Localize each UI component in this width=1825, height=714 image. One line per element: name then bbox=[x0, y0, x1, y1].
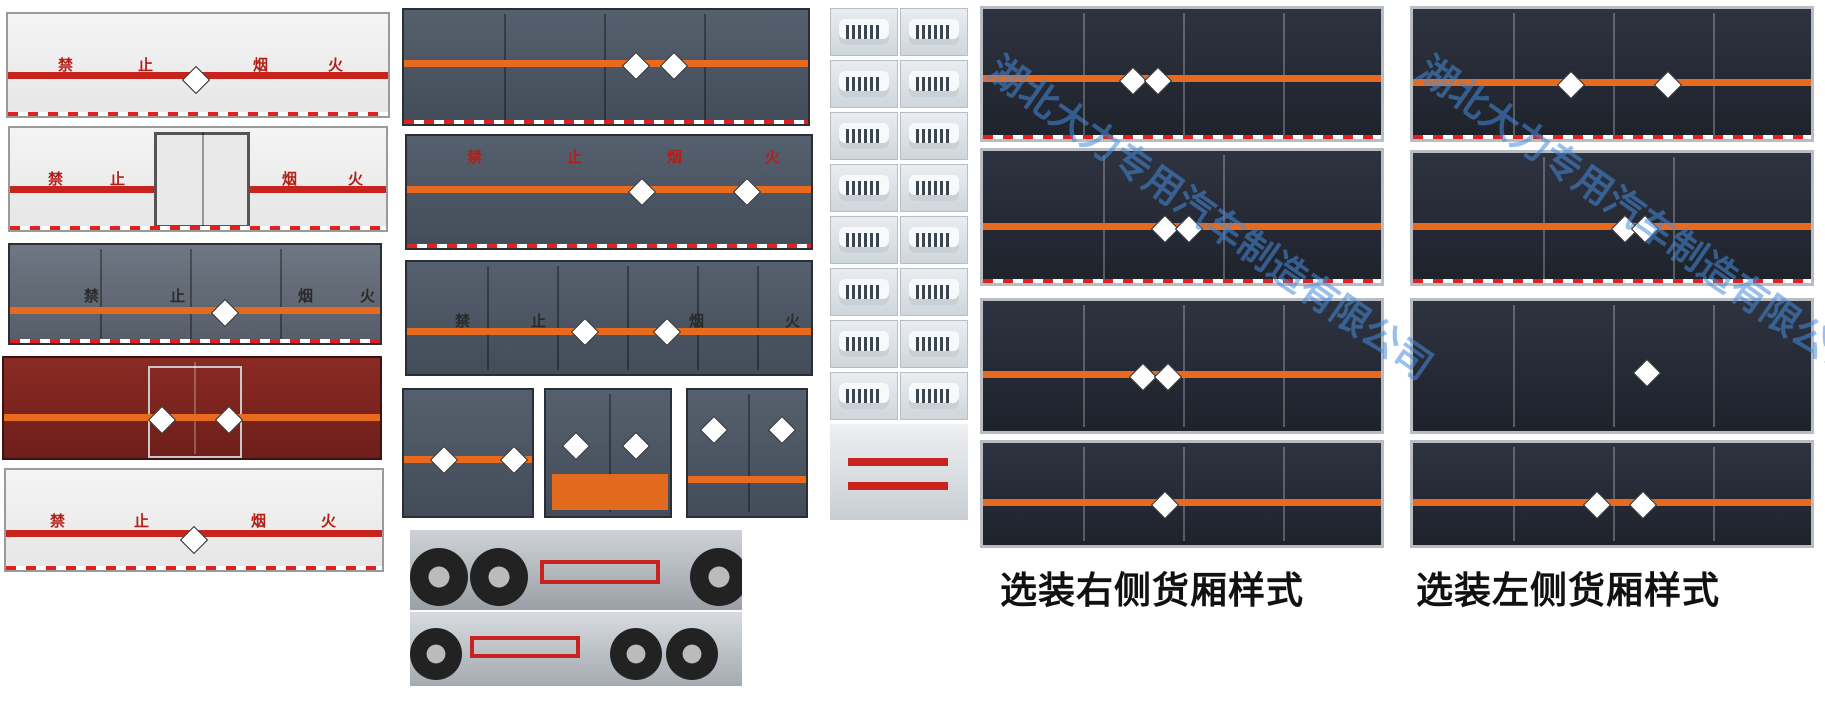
rear-door-1 bbox=[402, 388, 534, 518]
reefer-unit-photo bbox=[900, 372, 968, 420]
hazard-diamond-icon bbox=[1153, 362, 1183, 392]
sign-char-4: 火 bbox=[785, 312, 801, 330]
sign-char-3: 烟 bbox=[689, 312, 705, 330]
sign-char-1: 禁 bbox=[84, 287, 100, 305]
right-side-box-2 bbox=[980, 148, 1384, 286]
cargo-box-slate-2: 禁 止 烟 火 bbox=[405, 134, 813, 250]
left-side-box-3 bbox=[1410, 298, 1814, 434]
sign-char-2: 止 bbox=[531, 312, 547, 330]
hazard-diamond-icon bbox=[621, 431, 651, 461]
hazard-diamond-icon bbox=[561, 431, 591, 461]
cargo-box-gray-1: 禁 止 烟 火 bbox=[8, 243, 382, 345]
hazard-diamond-icon bbox=[767, 415, 797, 445]
sign-char-3: 烟 bbox=[282, 170, 298, 188]
hazard-diamond-icon bbox=[627, 177, 657, 207]
hazard-diamond-icon bbox=[1628, 490, 1658, 520]
hazard-diamond-icon bbox=[1143, 66, 1173, 96]
caption-left-side: 选装左侧货厢样式 bbox=[1416, 569, 1720, 612]
reefer-unit-photo bbox=[900, 8, 968, 56]
hazard-diamond-icon bbox=[732, 177, 762, 207]
chassis-photo-1 bbox=[410, 530, 742, 610]
reefer-unit-photo bbox=[900, 60, 968, 108]
hazard-diamond-icon bbox=[1556, 70, 1586, 100]
sign-char-1: 禁 bbox=[50, 512, 66, 530]
left-side-box-4 bbox=[1410, 440, 1814, 548]
cargo-box-slate-1 bbox=[402, 8, 810, 126]
reefer-unit-photo bbox=[900, 112, 968, 160]
hazard-diamond-icon bbox=[699, 415, 729, 445]
reefer-unit-photo bbox=[900, 164, 968, 212]
cargo-box-white-2: 禁 止 烟 火 bbox=[4, 468, 384, 572]
reefer-unit-photo bbox=[830, 8, 898, 56]
sign-char-3: 烟 bbox=[253, 56, 269, 74]
hazard-diamond-icon bbox=[210, 298, 240, 328]
sign-char-2: 止 bbox=[134, 512, 150, 530]
reefer-unit-photo bbox=[900, 320, 968, 368]
caption-right-side: 选装右侧货厢样式 bbox=[1000, 569, 1304, 612]
reefer-unit-photo bbox=[830, 60, 898, 108]
hazard-diamond-icon bbox=[1630, 214, 1660, 244]
left-side-box-1 bbox=[1410, 6, 1814, 142]
hazard-diamond-icon bbox=[1653, 70, 1683, 100]
sign-char-4: 火 bbox=[321, 512, 337, 530]
sign-char-1: 禁 bbox=[48, 170, 64, 188]
reefer-unit-photo bbox=[830, 268, 898, 316]
right-side-box-4 bbox=[980, 440, 1384, 548]
sign-char-4: 火 bbox=[765, 148, 781, 166]
sign-char-4: 火 bbox=[348, 170, 364, 188]
hazard-diamond-icon bbox=[621, 51, 651, 81]
cargo-box-slate-3: 禁 止 烟 火 bbox=[405, 260, 813, 376]
sign-char-1: 禁 bbox=[467, 148, 483, 166]
reefer-unit-photo bbox=[830, 372, 898, 420]
sign-char-3: 烟 bbox=[251, 512, 267, 530]
hazard-diamond-icon bbox=[652, 317, 682, 347]
hazard-diamond-icon bbox=[1150, 490, 1180, 520]
sign-char-2: 止 bbox=[567, 148, 583, 166]
sign-char-1: 禁 bbox=[455, 312, 471, 330]
left-side-box-2 bbox=[1410, 150, 1814, 286]
sign-char-2: 止 bbox=[110, 170, 126, 188]
hazard-diamond-icon bbox=[570, 317, 600, 347]
reefer-side-photo bbox=[830, 424, 968, 520]
reefer-unit-photo bbox=[900, 216, 968, 264]
cargo-box-white-1: 禁 止 烟 火 bbox=[6, 12, 390, 118]
sign-char-2: 止 bbox=[138, 56, 154, 74]
hazard-diamond-icon bbox=[1582, 490, 1612, 520]
reefer-unit-photo bbox=[830, 112, 898, 160]
sign-char-4: 火 bbox=[360, 287, 376, 305]
sign-char-3: 烟 bbox=[667, 148, 683, 166]
hazard-diamond-icon bbox=[499, 445, 529, 475]
sign-char-2: 止 bbox=[170, 287, 186, 305]
cargo-box-red bbox=[2, 356, 382, 460]
chassis-photo-2 bbox=[410, 612, 742, 686]
sign-char-1: 禁 bbox=[58, 56, 74, 74]
reefer-unit-photo bbox=[830, 216, 898, 264]
reefer-unit-photo bbox=[900, 268, 968, 316]
hazard-diamond-icon bbox=[1632, 358, 1662, 388]
hazard-diamond-icon bbox=[659, 51, 689, 81]
reefer-unit-photo bbox=[830, 320, 898, 368]
hazard-diamond-icon bbox=[1174, 214, 1204, 244]
rear-door-2 bbox=[544, 388, 672, 518]
right-side-box-3 bbox=[980, 298, 1384, 434]
sign-char-3: 烟 bbox=[298, 287, 314, 305]
right-side-box-1 bbox=[980, 6, 1384, 142]
cargo-box-white-door: 禁 止 烟 火 bbox=[8, 126, 388, 232]
sign-char-4: 火 bbox=[328, 56, 344, 74]
hazard-diamond-icon bbox=[429, 445, 459, 475]
reefer-unit-photo bbox=[830, 164, 898, 212]
hazard-diamond-icon bbox=[181, 65, 211, 95]
rear-door-3 bbox=[686, 388, 808, 518]
